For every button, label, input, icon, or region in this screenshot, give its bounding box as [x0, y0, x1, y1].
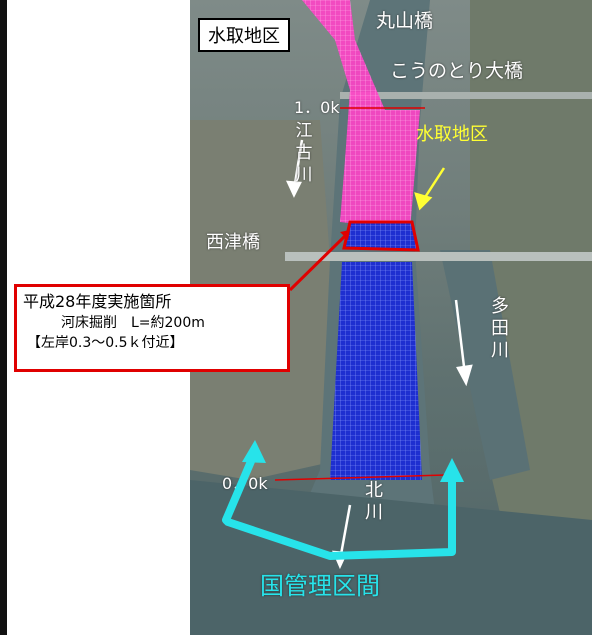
bracket-arrow-right-icon	[440, 458, 464, 482]
arrow-tada-icon	[454, 299, 473, 387]
label-tada-river: 多田川	[491, 296, 509, 361]
label-km-1-0: 1．0k	[294, 98, 340, 117]
kounotori-bridge-deck	[340, 92, 592, 99]
label-eko-river: 江古川	[295, 121, 313, 185]
arrow-eko-icon	[285, 139, 304, 198]
callout-leader-arrow-icon	[340, 230, 350, 240]
section-bracket	[222, 450, 456, 560]
line-0k	[274, 474, 446, 481]
arrow-area-icon	[414, 167, 446, 211]
label-torie-area: 水取地区	[416, 124, 488, 145]
label-nishitsu-bridge: 西津橋	[206, 232, 260, 253]
nishitsu-bridge-deck	[285, 252, 592, 261]
label-kita-river: 北川	[365, 480, 383, 523]
callout-leader	[288, 234, 347, 292]
tada-river	[440, 250, 530, 480]
label-kounotori-bridge: こうのとり大橋	[390, 60, 524, 82]
label-maruyama-bridge: 丸山橋	[376, 10, 434, 32]
callout-length: 河床掘削 L=約200m	[61, 315, 205, 331]
callout-title: 平成28年度実施箇所	[23, 292, 172, 311]
bracket-arrow-left-icon	[242, 440, 266, 463]
left-border-bar	[0, 0, 7, 635]
callout-location: 【左岸0.3～0.5ｋ付近】	[27, 335, 184, 351]
title-box: 水取地区	[198, 18, 290, 52]
work-callout: 平成28年度実施箇所 河床掘削 L=約200m 【左岸0.3～0.5ｋ付近】	[14, 284, 290, 372]
label-kanri-section: 国管理区間	[260, 572, 380, 600]
